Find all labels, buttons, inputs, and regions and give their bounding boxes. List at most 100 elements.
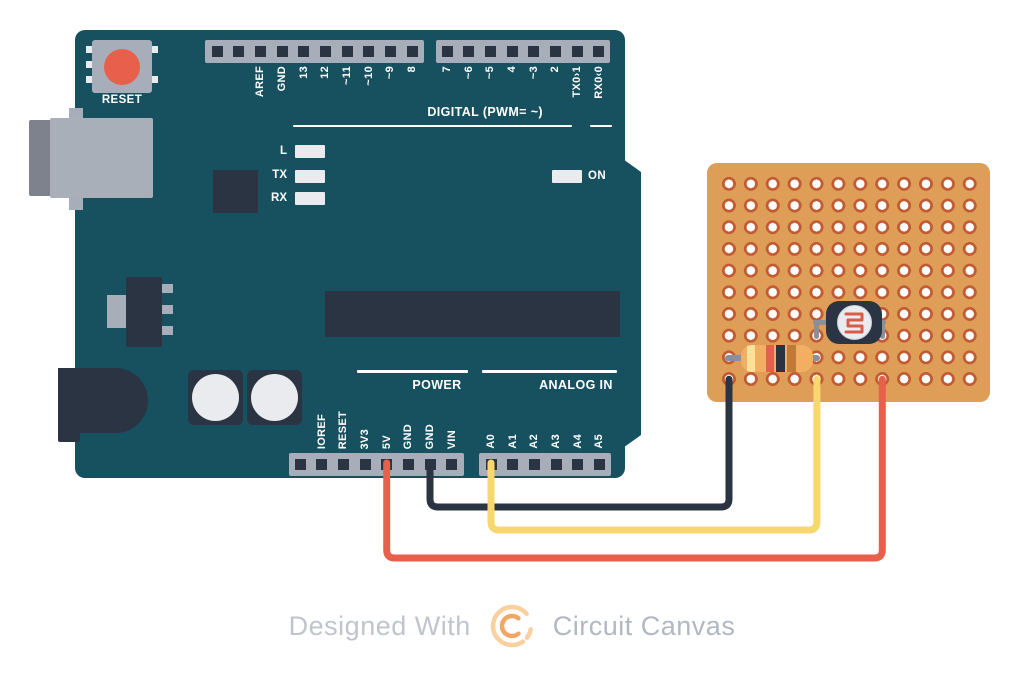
- microcontroller-ic: [325, 291, 620, 337]
- designed-with-text: Designed With: [288, 610, 471, 641]
- pin-hole: [233, 46, 245, 57]
- resistor-band-1: [747, 344, 755, 372]
- pin-hole: [572, 459, 584, 470]
- pin-hole: [593, 46, 605, 57]
- pin-label-gnd2: GND: [424, 423, 436, 449]
- capacitor: [251, 374, 298, 421]
- pin-label-tx1: TX0›1: [571, 66, 583, 98]
- pin-label-rx0: RX0‹0: [592, 66, 605, 99]
- regulator-pin: [162, 284, 173, 293]
- pin-label-9: ~9: [384, 66, 397, 80]
- pin-hole: [463, 46, 475, 57]
- power-section-label: POWER: [412, 378, 462, 392]
- power-jack: [58, 368, 148, 433]
- pin-hole: [549, 46, 561, 57]
- pin-label-4: 4: [506, 66, 518, 73]
- pin-label-12: 12: [319, 66, 332, 79]
- led-rx-label: RX: [271, 191, 287, 204]
- pin-hole: [363, 46, 375, 57]
- regulator-pin: [162, 326, 173, 335]
- pin-label-reset: RESET: [337, 410, 350, 449]
- resistor-band-3: [776, 344, 785, 372]
- usb-connector-cap: [29, 120, 52, 196]
- pin-label-a5: A5: [593, 434, 606, 449]
- pin-hole: [506, 46, 518, 57]
- pin-label-a0: A0: [485, 434, 497, 449]
- digital-header-left: [205, 40, 424, 63]
- digital-section-label: DIGITAL (PWM= ~): [427, 105, 543, 119]
- pin-hole: [337, 459, 349, 470]
- usb-connector-body: [50, 118, 153, 198]
- pin-label-gnd1: GND: [402, 423, 415, 449]
- pin-hole: [484, 46, 496, 57]
- pin-hole: [550, 459, 562, 470]
- brand-text: Circuit Canvas: [552, 610, 736, 641]
- pin-label-ioref: IOREF: [315, 413, 328, 449]
- pin-label-a2: A2: [528, 434, 541, 449]
- pin-label-a4: A4: [571, 434, 584, 449]
- pin-hole: [571, 46, 583, 57]
- capacitor: [192, 374, 239, 421]
- small-chip: [213, 170, 258, 213]
- reset-leg: [146, 46, 158, 53]
- photoresistor-lead: [813, 319, 830, 325]
- footer: Designed With Circuit Canvas: [0, 598, 1024, 654]
- pin-hole: [446, 459, 458, 470]
- regulator-tab: [107, 295, 126, 328]
- pin-hole: [593, 459, 605, 470]
- pin-hole: [341, 46, 353, 57]
- pin-hole: [319, 46, 331, 57]
- arduino-board: [75, 30, 625, 478]
- pin-label-aref: AREF: [254, 66, 267, 98]
- reset-label: RESET: [101, 94, 143, 106]
- pin-hole: [381, 459, 393, 470]
- reset-button: [104, 48, 140, 85]
- pin-hole: [402, 459, 414, 470]
- pin-label-a1: A1: [506, 434, 519, 449]
- pin-hole: [507, 459, 519, 470]
- pin-label-11: ~11: [341, 66, 353, 85]
- led-rx: [295, 192, 325, 205]
- photoresistor-face: [836, 305, 872, 340]
- pin-hole: [424, 459, 436, 470]
- reset-leg: [146, 76, 158, 83]
- led-l-label: L: [279, 144, 287, 157]
- led-tx: [295, 169, 325, 183]
- pin-label-5: ~5: [484, 66, 497, 80]
- resistor-band-4: [787, 344, 796, 372]
- pin-hole: [359, 459, 371, 470]
- pin-label-13: 13: [297, 66, 310, 79]
- power-divider-line: [357, 370, 468, 373]
- regulator-pin: [162, 305, 173, 314]
- power-header: [289, 453, 464, 476]
- usb-tab-bottom: [69, 198, 83, 210]
- pin-label-a3: A3: [550, 434, 562, 449]
- pin-hole: [406, 46, 418, 57]
- analog-header: [479, 453, 611, 476]
- digital-divider-line: [293, 124, 572, 127]
- pin-label-5v: 5V: [380, 434, 393, 449]
- pin-label-10: ~10: [362, 66, 375, 86]
- arduino-board-edge: [620, 157, 641, 450]
- pin-label-3: ~3: [527, 66, 540, 80]
- pin-hole: [294, 459, 306, 470]
- analog-divider-line: [482, 370, 617, 373]
- pin-hole: [441, 46, 453, 57]
- photoresistor-lead: [813, 321, 820, 339]
- on-led-label: ON: [588, 169, 607, 182]
- pin-label-6: ~6: [462, 66, 475, 80]
- pin-hole: [298, 46, 310, 57]
- digital-header-right: [436, 40, 610, 63]
- resistor-band-2: [766, 344, 774, 372]
- usb-tab-top: [69, 108, 83, 120]
- pin-label-8: 8: [406, 66, 418, 73]
- pin-hole: [276, 46, 288, 57]
- led-on: [552, 169, 582, 183]
- resistor: [741, 344, 813, 372]
- pin-hole: [254, 46, 266, 57]
- pin-label-gnd-top: GND: [276, 66, 288, 92]
- pin-label-3v3: 3V3: [359, 428, 371, 449]
- digital-divider-line-2: [590, 124, 612, 127]
- led-l: [295, 145, 325, 158]
